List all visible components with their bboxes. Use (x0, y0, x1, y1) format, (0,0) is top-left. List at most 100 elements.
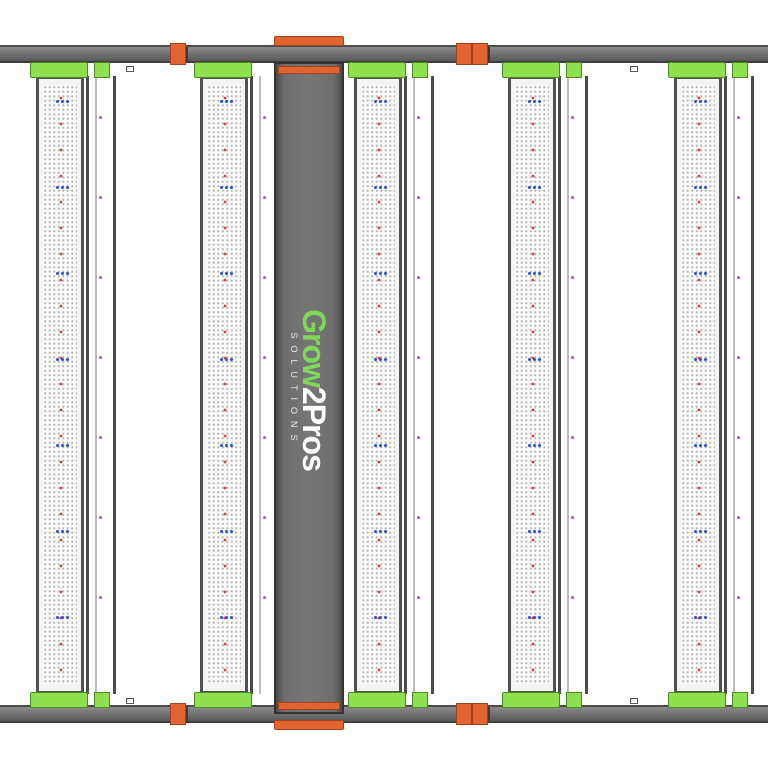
blue-led-cluster (373, 271, 389, 276)
led-light-bar (194, 62, 284, 708)
blue-led-cluster (527, 357, 543, 362)
blue-led-cluster (219, 615, 235, 620)
blue-led-cluster (373, 185, 389, 190)
blue-led-cluster (55, 99, 71, 104)
mount-bolt (630, 698, 638, 704)
led-bar-frame (508, 76, 556, 694)
bar-end-cap (30, 62, 88, 78)
blue-led-cluster (693, 185, 709, 190)
blue-led-cluster (527, 99, 543, 104)
logo-tagline: SOLUTIONS (289, 332, 299, 448)
uv-led-dot (263, 516, 266, 519)
blue-led-cluster (219, 443, 235, 448)
blue-led-cluster (527, 615, 543, 620)
blue-led-cluster (693, 529, 709, 534)
blue-led-cluster (55, 271, 71, 276)
blue-led-cluster (693, 357, 709, 362)
blue-led-cluster (55, 357, 71, 362)
bar-end-cap (348, 62, 406, 78)
uv-led-dot (737, 436, 740, 439)
uv-led-dot (263, 276, 266, 279)
mount-bolt (630, 66, 638, 72)
led-light-bar (502, 62, 592, 708)
mount-bolt (126, 698, 134, 704)
blue-led-cluster (55, 529, 71, 534)
blue-led-cluster (373, 357, 389, 362)
blue-led-cluster (55, 443, 71, 448)
bar-side-cap (566, 62, 582, 78)
logo-part-pros: Pros (296, 403, 332, 471)
bar-side-cap (412, 62, 428, 78)
bar-end-cap (194, 692, 252, 708)
led-light-bar (668, 62, 758, 708)
uv-led-dot (263, 116, 266, 119)
blue-led-cluster (527, 443, 543, 448)
blue-led-cluster (693, 271, 709, 276)
bar-end-cap (30, 692, 88, 708)
blue-led-cluster (373, 443, 389, 448)
bar-heatsink (724, 76, 754, 694)
top-rail (0, 45, 768, 63)
uv-led-dot (571, 356, 574, 359)
uv-led-dot (99, 116, 102, 119)
uv-led-dot (571, 436, 574, 439)
uv-led-dot (571, 196, 574, 199)
blue-led-cluster (373, 529, 389, 534)
logo-part-grow: Grow (296, 309, 332, 387)
blue-led-cluster (219, 271, 235, 276)
uv-led-dot (417, 596, 420, 599)
bar-end-cap (502, 62, 560, 78)
led-array (43, 85, 77, 685)
blue-led-cluster (527, 529, 543, 534)
driver-top-cap (274, 36, 344, 46)
bar-end-cap (194, 62, 252, 78)
uv-led-dot (99, 596, 102, 599)
rail-clip (472, 43, 488, 65)
blue-led-cluster (55, 185, 71, 190)
uv-led-dot (737, 516, 740, 519)
led-light-bar (30, 62, 120, 708)
uv-led-dot (737, 196, 740, 199)
rail-seam (186, 707, 188, 721)
led-array (207, 85, 241, 685)
uv-led-dot (737, 276, 740, 279)
uv-led-dot (99, 196, 102, 199)
mount-bolt (126, 66, 134, 72)
uv-led-dot (571, 276, 574, 279)
bar-side-cap (566, 692, 582, 708)
bar-side-cap (732, 692, 748, 708)
led-array (361, 85, 395, 685)
bar-end-cap (668, 62, 726, 78)
bar-end-cap (348, 692, 406, 708)
uv-led-dot (263, 196, 266, 199)
blue-led-cluster (219, 185, 235, 190)
brand-logo: Grow2Pros SOLUTIONS (289, 309, 332, 471)
blue-led-cluster (219, 529, 235, 534)
rail-clip (456, 43, 472, 65)
blue-led-cluster (527, 185, 543, 190)
uv-led-dot (417, 516, 420, 519)
bar-end-cap (502, 692, 560, 708)
led-bar-frame (674, 76, 722, 694)
uv-led-dot (417, 196, 420, 199)
rail-clip (472, 703, 488, 725)
logo-part-digit: 2 (296, 386, 332, 404)
rail-seam (488, 707, 490, 721)
blue-led-cluster (373, 99, 389, 104)
rail-seam (186, 47, 188, 61)
uv-led-dot (263, 436, 266, 439)
uv-led-dot (571, 516, 574, 519)
rail-clip (456, 703, 472, 725)
uv-led-dot (417, 116, 420, 119)
rail-clip (170, 703, 186, 725)
blue-led-cluster (55, 615, 71, 620)
uv-led-dot (99, 436, 102, 439)
blue-led-cluster (693, 99, 709, 104)
uv-led-dot (737, 596, 740, 599)
blue-led-cluster (219, 357, 235, 362)
bar-end-cap (668, 692, 726, 708)
uv-led-dot (263, 596, 266, 599)
bar-side-cap (94, 62, 110, 78)
uv-led-dot (99, 356, 102, 359)
rail-seam (488, 47, 490, 61)
